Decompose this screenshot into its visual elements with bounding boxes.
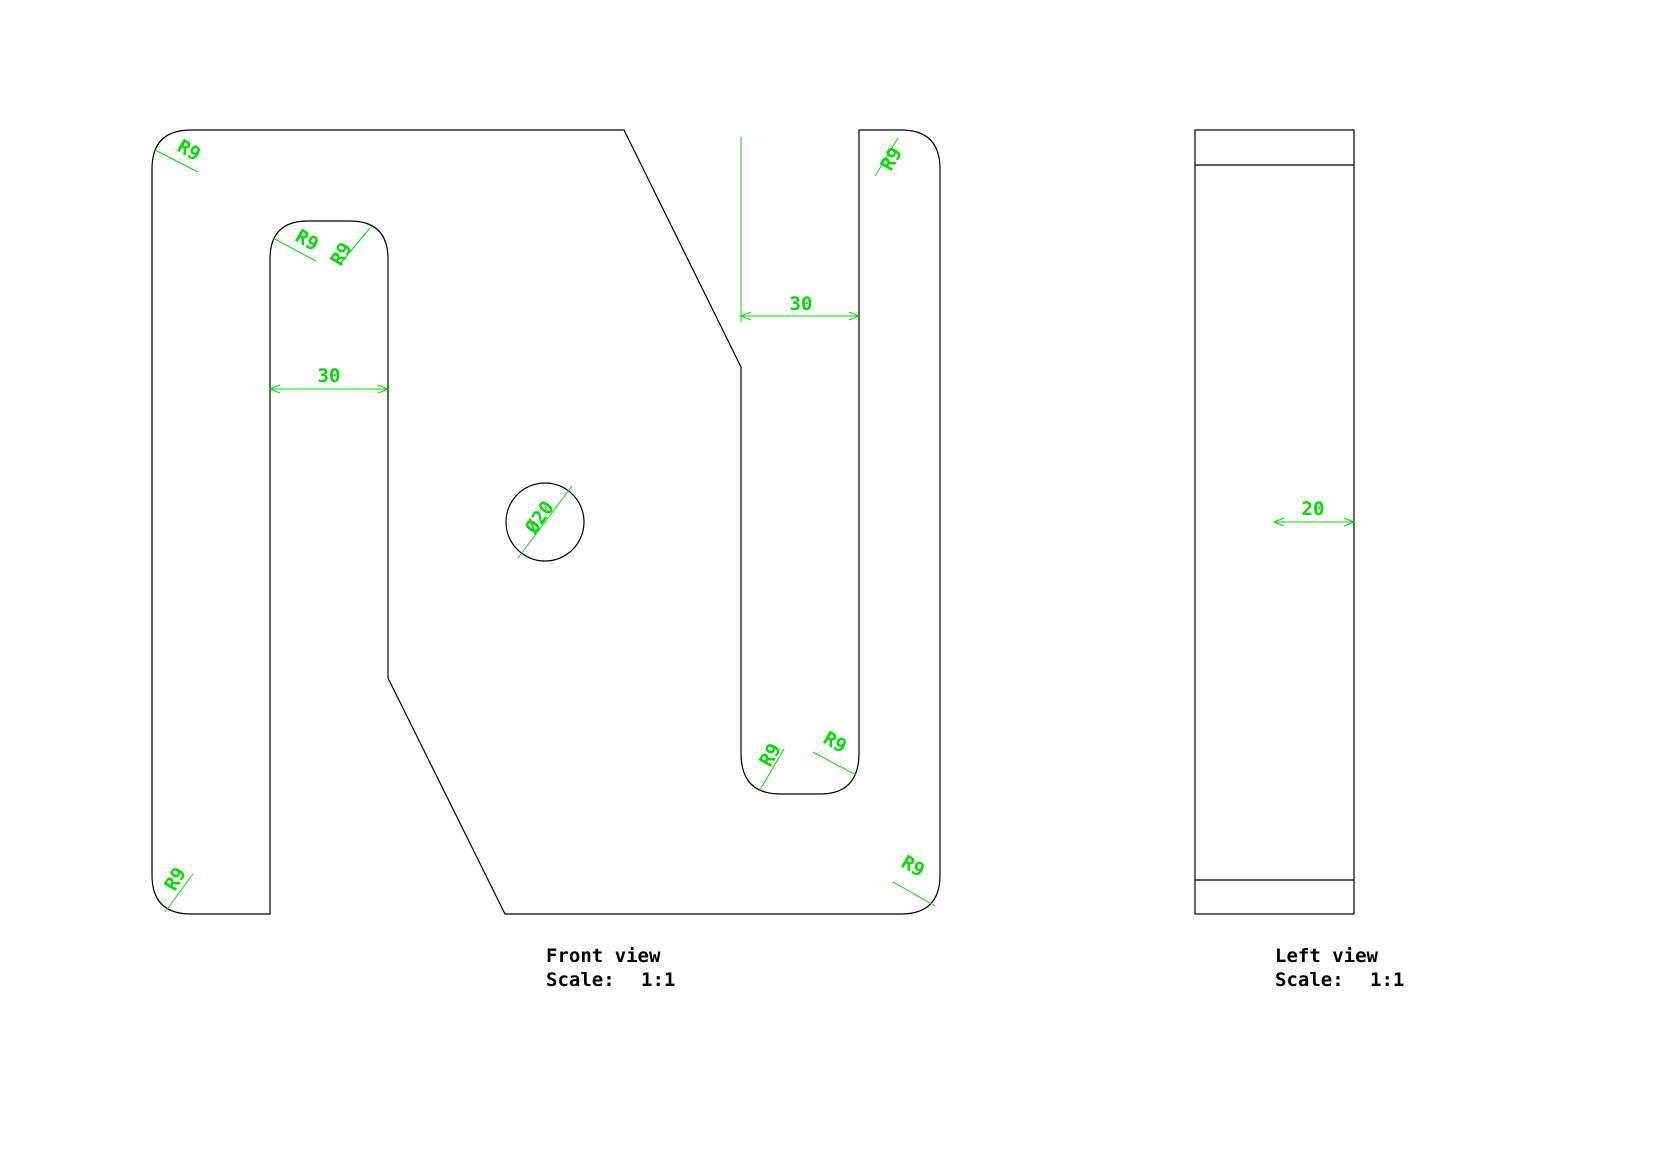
radius-slot-left-top-right: R9: [326, 227, 371, 270]
leader-line: [164, 873, 194, 913]
radius-outer-bottom-right: R9: [892, 851, 936, 907]
leader-line: [272, 237, 317, 262]
dimension-text: Ø20: [521, 497, 559, 539]
radius-slot-left-top-left: R9: [272, 225, 323, 262]
radius-outer-top-left: R9: [154, 135, 205, 173]
radius-text: R9: [898, 851, 929, 881]
radius-slot-right-bottom-left: R9: [755, 740, 786, 791]
dimension-hole-diameter: Ø20: [517, 485, 573, 559]
dimension-text: 20: [1302, 498, 1325, 520]
radius-text: R9: [755, 740, 785, 771]
left-view: 20: [1194, 129, 1356, 915]
radius-slot-right-bottom-right: R9: [812, 727, 857, 776]
center-hole: [505, 482, 585, 562]
dimension-slot-width-right: 30: [739, 137, 861, 322]
radius-text: R9: [876, 144, 906, 175]
arrow-head: [739, 311, 752, 321]
left-view-title: Left view: [1275, 945, 1379, 967]
arrow-head: [848, 311, 861, 321]
leader-line: [154, 149, 199, 173]
leader-line: [759, 748, 785, 791]
radius-text: R9: [174, 135, 205, 165]
radius-text: R9: [160, 864, 190, 895]
arrow-head: [377, 384, 390, 394]
arrow-head: [1343, 517, 1356, 527]
radius-text: R9: [292, 225, 323, 255]
leader-line: [338, 227, 371, 266]
radius-text: R9: [820, 727, 851, 757]
front-view-caption: Front view Scale: 1:1: [546, 945, 675, 991]
front-view-scale-value: 1:1: [641, 969, 675, 991]
left-view-scale-label: Scale:: [1275, 969, 1344, 991]
left-view-scale-value: 1:1: [1370, 969, 1404, 991]
leader-line: [812, 751, 857, 776]
dimension-text: 30: [318, 365, 341, 387]
arrow-head: [268, 384, 281, 394]
front-view: [151, 129, 941, 915]
radius-outer-bottom-left: R9: [160, 864, 194, 913]
dimension-thickness: 20: [1272, 498, 1356, 527]
front-view-outline: [151, 129, 941, 915]
front-view-scale-label: Scale:: [546, 969, 615, 991]
dimension-line: [517, 485, 573, 559]
leader-line: [874, 137, 899, 177]
front-dimensions: 30 30 Ø20 R9 R9 R9 R: [154, 135, 936, 913]
dimension-slot-width-left: 30: [268, 365, 390, 394]
dimension-text: 30: [790, 293, 813, 315]
radius-text: R9: [326, 239, 356, 270]
front-view-title: Front view: [546, 945, 661, 967]
radius-outer-top-right: R9: [874, 137, 907, 177]
arrow-head: [1272, 517, 1285, 527]
left-view-caption: Left view Scale: 1:1: [1275, 945, 1404, 991]
leader-line: [892, 881, 936, 907]
